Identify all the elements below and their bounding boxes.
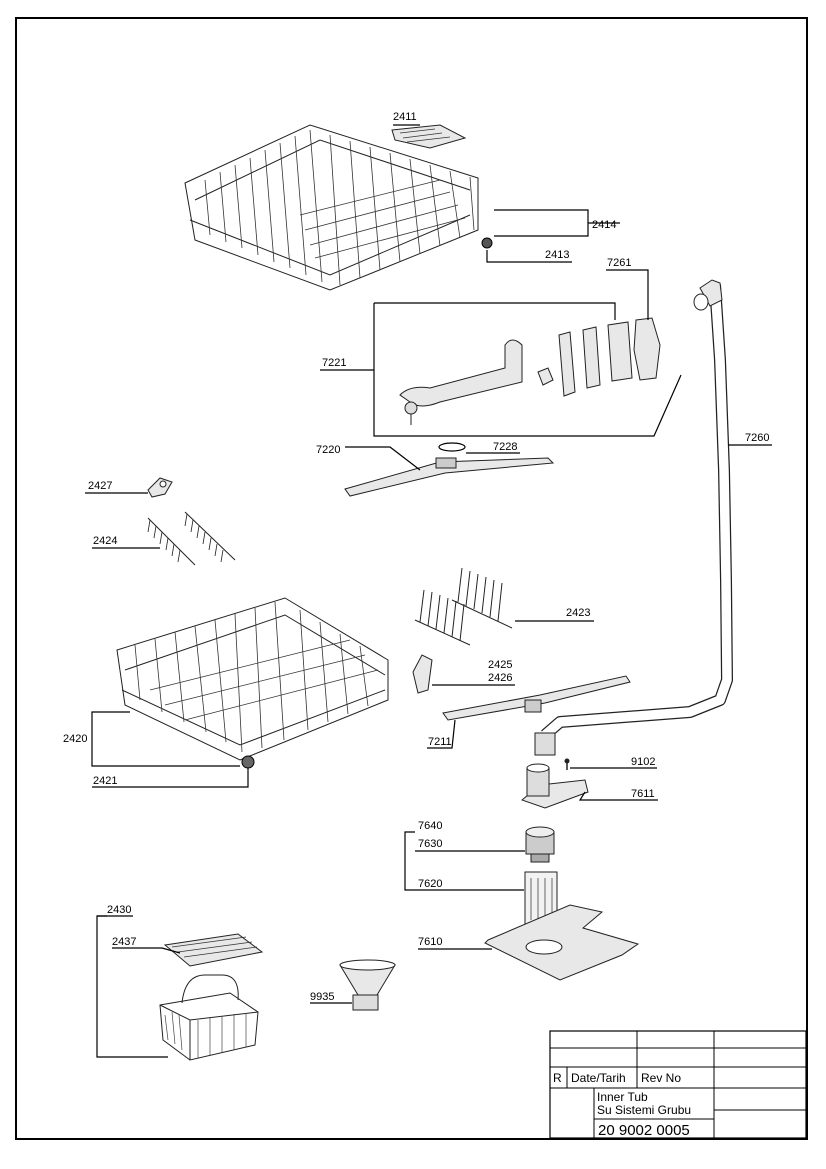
label-9935: 9935 [310, 991, 334, 1003]
rev-column-rev-no: Rev No [641, 1071, 681, 1085]
label-7620: 7620 [418, 878, 442, 890]
water-feed-pipe-drawing [534, 279, 733, 756]
label-7211: 7211 [428, 736, 452, 748]
label-2424: 2424 [93, 535, 117, 547]
label-2414: 2414 [592, 219, 616, 231]
filter-drawing [484, 826, 640, 981]
rev-column-r: R [553, 1071, 562, 1085]
rev-column-date: Date/Tarih [571, 1071, 626, 1085]
label-2420: 2420 [63, 733, 87, 745]
title-block: R Date/Tarih Rev No Inner Tub Su Sistemi… [549, 1030, 807, 1139]
lower-tines-drawing [412, 567, 513, 694]
lower-basket-drawing [116, 597, 389, 769]
label-2421: 2421 [93, 775, 117, 787]
middle-spray-arm-drawing [344, 442, 555, 497]
label-7260: 7260 [745, 432, 769, 444]
label-7221: 7221 [322, 357, 346, 369]
lower-spray-arm-drawing [442, 675, 631, 721]
drawing-border [15, 17, 808, 1140]
label-2411: 2411 [393, 111, 417, 123]
label-2437: 2437 [112, 936, 136, 948]
funnel-drawing [339, 959, 396, 1011]
label-7630: 7630 [418, 838, 442, 850]
upper-basket-drawing [184, 124, 493, 291]
label-7610: 7610 [418, 936, 442, 948]
label-7261: 7261 [607, 257, 631, 269]
label-7228: 7228 [493, 441, 517, 453]
title-line-2: Su Sistemi Grubu [597, 1103, 691, 1117]
clip-and-tines-drawing [147, 477, 236, 566]
leader-lines [85, 124, 772, 1058]
drawing-number: 20 9002 0005 [598, 1122, 690, 1139]
label-7611: 7611 [631, 788, 655, 800]
label-2413: 2413 [545, 249, 569, 261]
upper-spray-arm-drawing [373, 302, 682, 437]
label-2425: 2425 [488, 659, 512, 671]
label-7640: 7640 [418, 820, 442, 832]
part-labels: 2411 2414 2413 7261 7221 7220 7228 7260 … [63, 111, 769, 1003]
label-2430: 2430 [107, 904, 131, 916]
label-9102: 9102 [631, 756, 655, 768]
cutlery-basket-drawing [159, 933, 264, 1061]
label-2427: 2427 [88, 480, 112, 492]
sump-parts-drawing [521, 758, 589, 809]
title-line-1: Inner Tub [597, 1090, 648, 1104]
label-7220: 7220 [316, 444, 340, 456]
label-2426: 2426 [488, 672, 512, 684]
label-2423: 2423 [566, 607, 590, 619]
